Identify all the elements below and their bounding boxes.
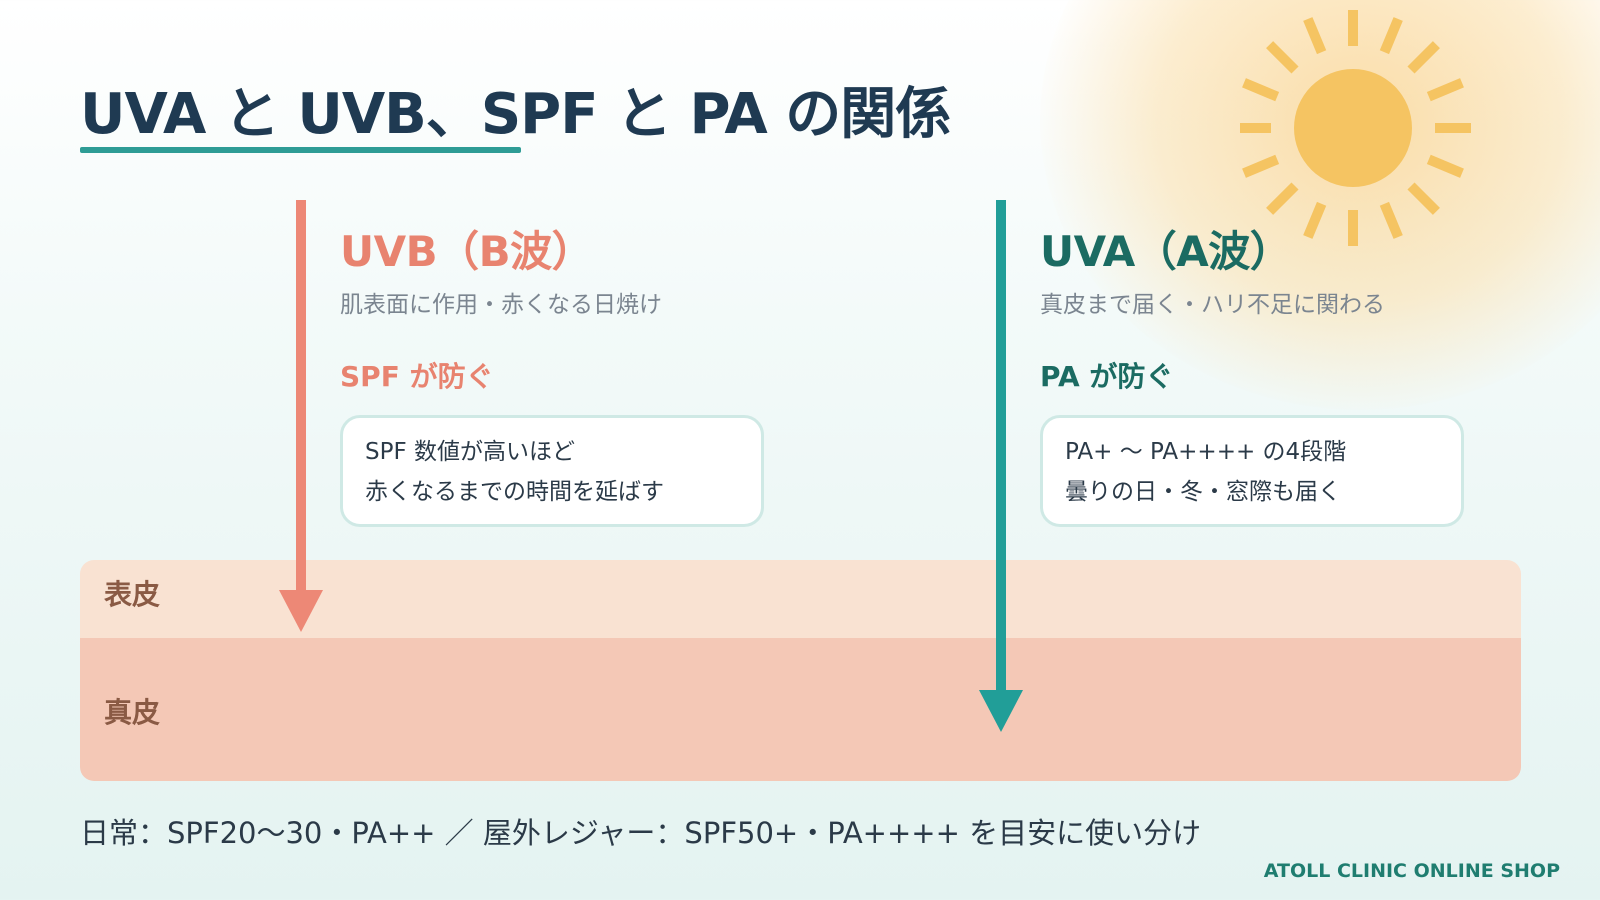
sun-ray (1242, 78, 1280, 102)
uvb-penetration-arrow (279, 200, 323, 632)
usage-guide: 日常：SPF20〜30・PA++ ／ 屋外レジャー：SPF50+・PA++++ … (80, 816, 1202, 850)
uva-arrow-head (979, 690, 1023, 732)
uva-note-line: 曇りの日・冬・窓際も届く (1065, 479, 1341, 505)
uva-protect-label: PA が防ぐ (1040, 360, 1174, 393)
uva-arrow-shaft (996, 200, 1006, 695)
uvb-protect-label: SPF が防ぐ (340, 360, 494, 393)
uvb-panel: UVB（B波） 肌表面に作用・赤くなる日焼け SPF が防ぐ SPF 数値が高い… (340, 225, 800, 527)
sun-ray (1266, 182, 1299, 215)
uva-note-line: PA+ 〜 PA++++ の4段階 (1065, 439, 1347, 465)
page-title: UVA と UVB、SPF と PA の関係 (80, 82, 951, 147)
dermis-label: 真皮 (104, 696, 161, 729)
sun-ray (1242, 154, 1280, 178)
sun-ray (1303, 17, 1327, 55)
uvb-arrow-head (279, 590, 323, 632)
uva-panel: UVA（A波） 真皮まで届く・ハリ不足に関わる PA が防ぐ PA+ 〜 PA+… (1040, 225, 1500, 527)
uva-subtitle: 真皮まで届く・ハリ不足に関わる (1040, 292, 1385, 318)
sun-ray (1426, 78, 1464, 102)
uvb-note-line: SPF 数値が高いほど (365, 439, 576, 465)
sun-ray (1426, 154, 1464, 178)
uva-title: UVA（A波） (1040, 227, 1292, 276)
sun-ray (1266, 41, 1299, 74)
uvb-title: UVB（B波） (340, 227, 594, 276)
sun-ray (1303, 201, 1327, 239)
sun-ray (1407, 182, 1440, 215)
uva-note-box: PA+ 〜 PA++++ の4段階 曇りの日・冬・窓際も届く (1040, 415, 1464, 527)
epidermis-label: 表皮 (104, 578, 161, 611)
sun-ray (1379, 201, 1403, 239)
uva-penetration-arrow (979, 200, 1023, 732)
uvb-arrow-shaft (296, 200, 306, 595)
sun-icon (1240, 10, 1471, 246)
uvb-subtitle: 肌表面に作用・赤くなる日焼け (340, 292, 662, 318)
sun-ray (1379, 17, 1403, 55)
sun-ray (1407, 41, 1440, 74)
dermis-layer: 真皮 (80, 638, 1521, 781)
uvb-note-line: 赤くなるまでの時間を延ばす (365, 479, 664, 505)
brand-label: ATOLL CLINIC ONLINE SHOP (1263, 860, 1560, 882)
uvb-note-box: SPF 数値が高いほど 赤くなるまでの時間を延ばす (340, 415, 764, 527)
title-underline (80, 147, 521, 153)
